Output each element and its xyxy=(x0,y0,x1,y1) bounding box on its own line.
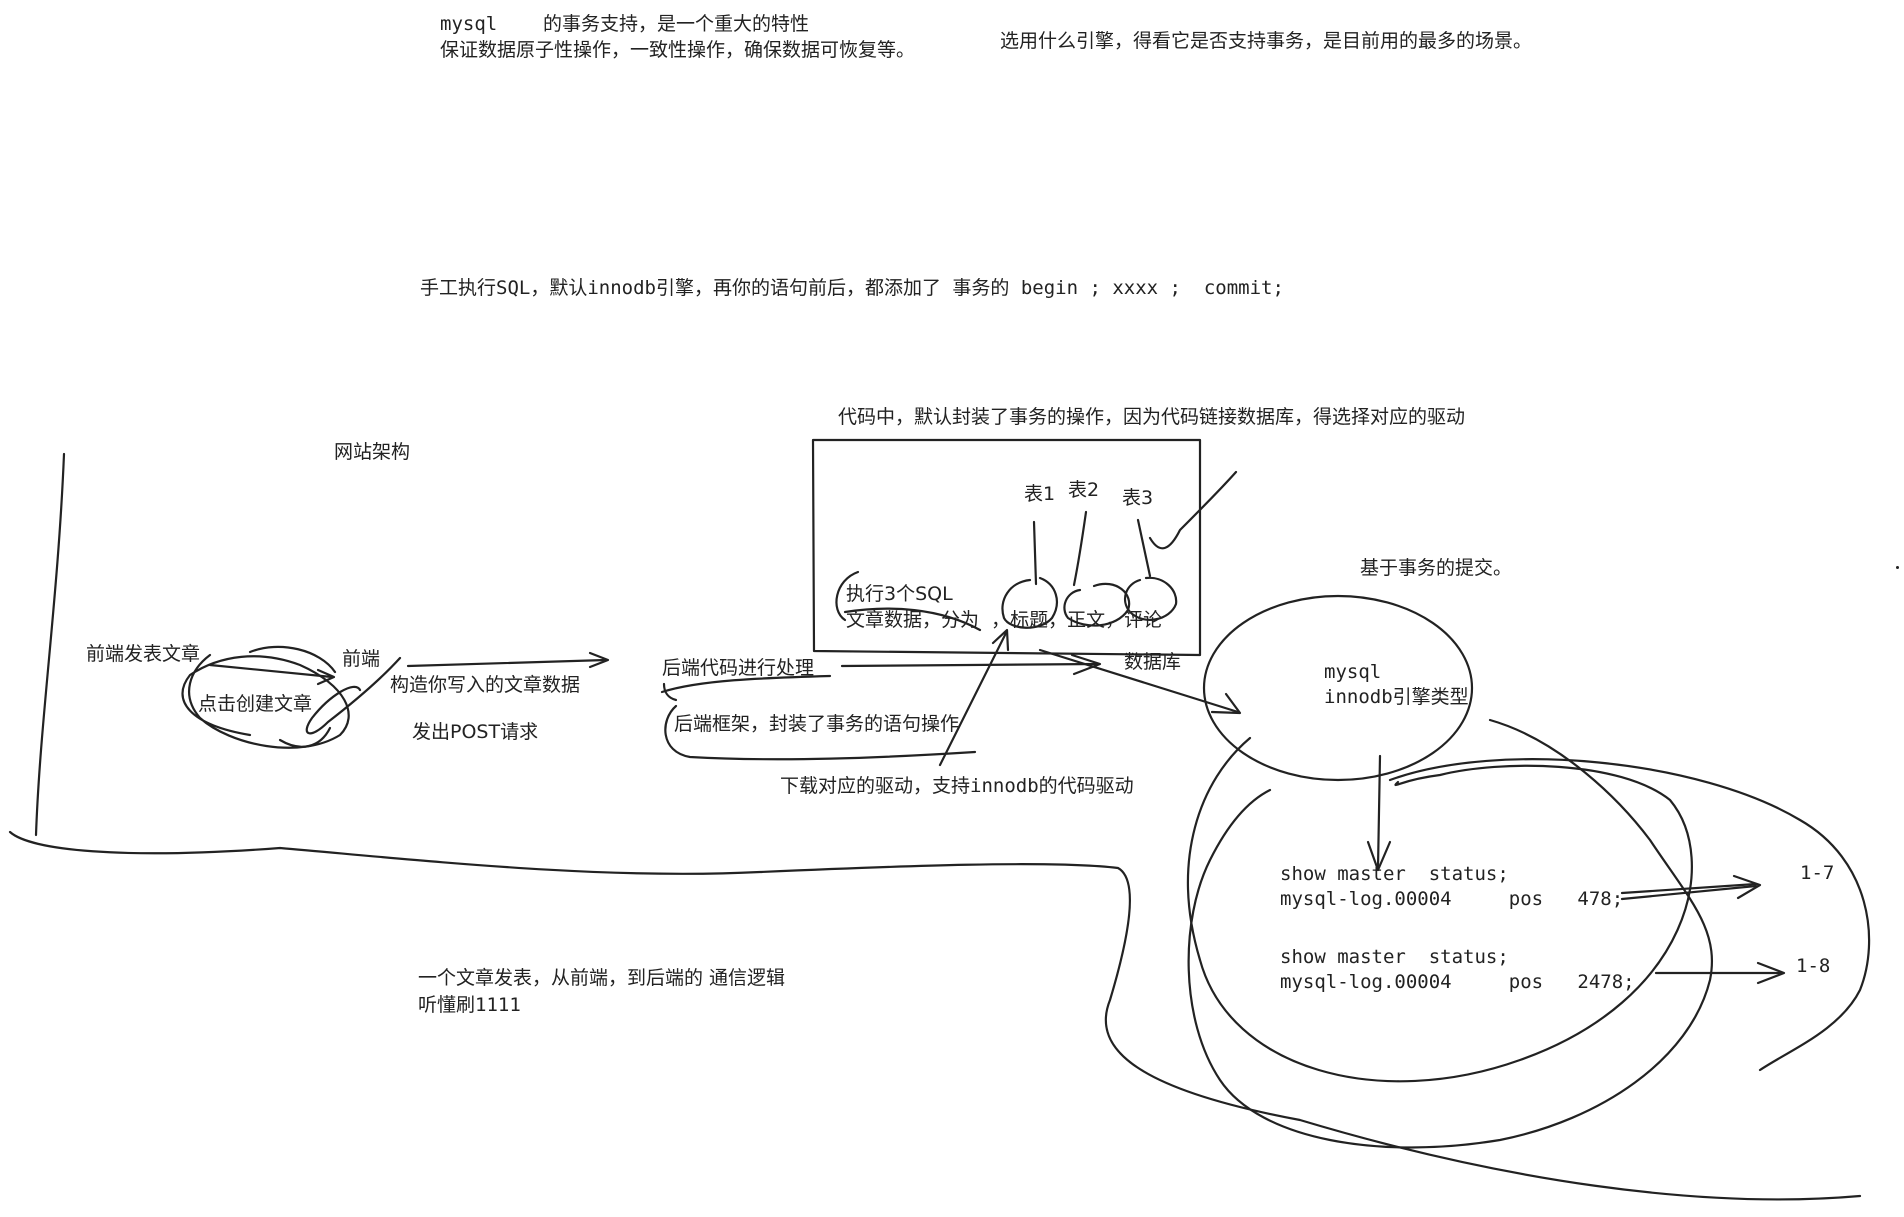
status-loop-outermost xyxy=(1388,758,1871,1072)
label-construct-data: 构造你写入的文章数据 xyxy=(390,674,581,696)
arrow-mysql-to-status xyxy=(1376,754,1382,870)
backend-framework-loop xyxy=(664,704,977,761)
label-exec-sql-line1: 执行3个SQL xyxy=(846,583,953,605)
status-loop-outer xyxy=(1187,718,1713,1149)
note-mysql-tx-line2: 保证数据原子性操作，一致性操作，确保数据可恢复等。 xyxy=(440,39,916,61)
arrow-frontend-to-backend xyxy=(406,658,608,668)
label-backend-framework: 后端框架，封装了事务的语句操作 xyxy=(674,713,960,735)
label-innodb-engine: innodb引擎类型 xyxy=(1324,686,1469,708)
status1-range: 1-7 xyxy=(1800,862,1835,884)
status2-range: 1-8 xyxy=(1796,955,1831,977)
status1-command: show master status; xyxy=(1280,863,1509,885)
label-site-architecture: 网站架构 xyxy=(334,441,411,463)
table1-circle xyxy=(1001,576,1058,629)
label-database: 数据库 xyxy=(1124,651,1182,673)
arrow-backend-to-db xyxy=(840,662,1100,668)
label-mysql: mysql xyxy=(1324,661,1382,683)
note-code-default-tx: 代码中，默认封装了事务的操作，因为代码链接数据库，得选择对应的驱动 xyxy=(838,406,1466,428)
bottom-boundary-stroke xyxy=(8,830,1862,1201)
note-manual-sql: 手工执行SQL，默认innodb引擎，再你的语句前后，都添加了 事务的 begi… xyxy=(420,277,1284,299)
backend-process-underline xyxy=(660,674,832,694)
arrow-driver-to-box xyxy=(938,631,1008,767)
arrow-status1-range xyxy=(1620,882,1758,895)
click-create-scribble xyxy=(181,653,350,749)
label-exec-sql-line2: 文章数据，分为 ，标题，正文，评论 xyxy=(846,609,1163,631)
status1-position: mysql-log.00004 pos 478; xyxy=(1280,888,1624,910)
stray-dot xyxy=(1896,566,1899,569)
database-box xyxy=(811,438,1202,657)
label-backend-process: 后端代码进行处理 xyxy=(662,657,815,679)
summary-line1: 一个文章发表，从前端，到后端的 通信逻辑 xyxy=(418,967,786,989)
table2-circle xyxy=(1063,582,1131,627)
table3-circle xyxy=(1123,576,1178,621)
table1-stem xyxy=(1032,520,1038,586)
left-boundary-stroke xyxy=(34,452,66,837)
note-mysql-tx-line1: mysql 的事务支持，是一个重大的特性 xyxy=(440,13,809,35)
check-stroke xyxy=(1148,470,1238,550)
note-engine-choice: 选用什么引擎，得看它是否支持事务，是目前用的最多的场景。 xyxy=(1000,30,1533,52)
mysql-engine-ellipse xyxy=(1202,594,1474,782)
status2-command: show master status; xyxy=(1280,946,1509,968)
table2-stem xyxy=(1072,510,1088,587)
label-table3: 表3 xyxy=(1122,487,1154,509)
arrow-publish-to-frontend xyxy=(208,663,334,679)
label-send-post: 发出POST请求 xyxy=(412,721,539,743)
label-table2: 表2 xyxy=(1068,479,1100,501)
label-frontend: 前端 xyxy=(342,648,381,670)
label-frontend-publish: 前端发表文章 xyxy=(86,643,201,665)
label-tx-commit: 基于事务的提交。 xyxy=(1360,557,1513,579)
label-click-create: 点击创建文章 xyxy=(198,693,313,715)
summary-line2: 听懂刷1111 xyxy=(418,994,521,1016)
frontend-stroke xyxy=(305,656,402,735)
status2-position: mysql-log.00004 pos 2478; xyxy=(1280,971,1635,993)
table3-stem xyxy=(1136,518,1152,578)
label-table1: 表1 xyxy=(1024,483,1056,505)
label-download-driver: 下载对应的驱动，支持innodb的代码驱动 xyxy=(780,775,1134,797)
status-loop-inner xyxy=(1187,736,1693,1083)
